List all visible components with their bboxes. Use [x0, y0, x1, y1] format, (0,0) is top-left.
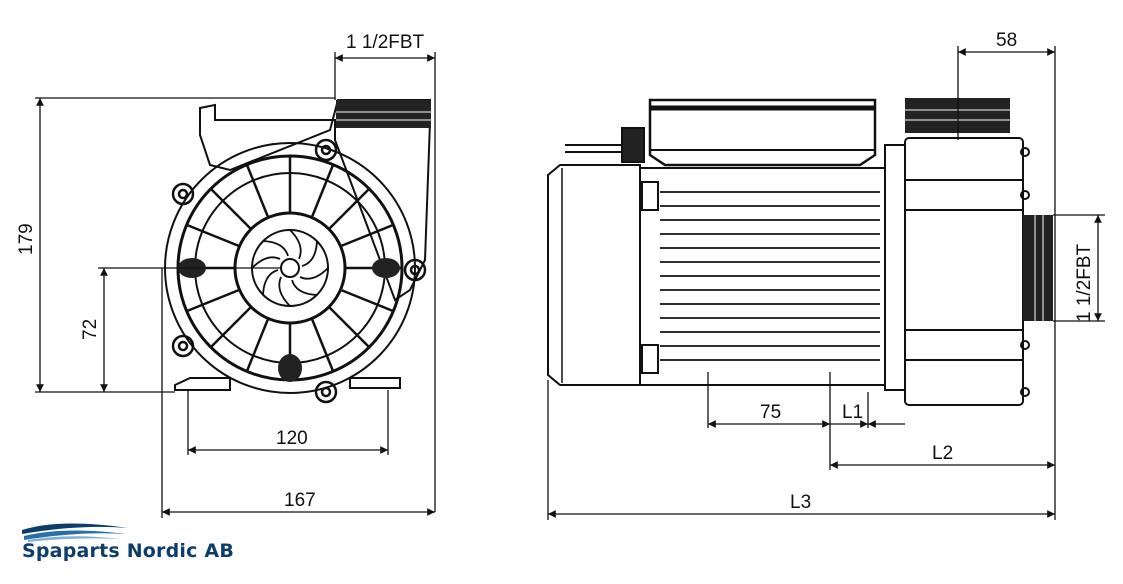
side-inlet-thread	[1023, 215, 1053, 321]
dim-side-l3: L3	[790, 492, 811, 513]
impeller-vanes	[251, 229, 329, 307]
outlet-pipe-housing	[199, 99, 431, 302]
dim-side-outlet-offset: 58	[996, 30, 1017, 51]
dim-front-width: 167	[284, 490, 316, 511]
front-view-dimensions	[35, 52, 436, 518]
pump-volute-side	[904, 137, 1024, 406]
front-view	[164, 99, 431, 404]
dim-side-inlet-thread: 1 1/2FBT	[1074, 243, 1095, 322]
dim-side-l1: L1	[842, 402, 863, 423]
side-view-dimensions	[547, 46, 1105, 520]
dim-front-outlet-thread: 1 1/2FBT	[346, 32, 425, 53]
side-view	[547, 98, 1053, 406]
dim-side-l2: L2	[932, 443, 953, 464]
motor-end-cap	[547, 164, 641, 386]
drain-knobs	[178, 258, 400, 382]
wave-logo-icon	[22, 523, 128, 542]
cooling-fins	[660, 191, 880, 361]
dim-front-shaft-height: 72	[80, 319, 101, 340]
side-bolts	[1020, 147, 1030, 397]
dim-front-foot-span: 120	[276, 428, 308, 449]
terminal-box	[648, 98, 877, 167]
dim-side-foot-hole-span: 75	[760, 402, 781, 423]
dim-front-height: 179	[16, 223, 37, 255]
housing-bolts	[171, 138, 427, 404]
company-logo-text: Spaparts Nordic AB	[22, 540, 235, 562]
pump-housing	[884, 144, 906, 391]
outlet-thread	[336, 100, 431, 128]
cable-gland	[621, 127, 645, 163]
front-feet	[174, 377, 401, 391]
shaft-center	[280, 258, 300, 278]
